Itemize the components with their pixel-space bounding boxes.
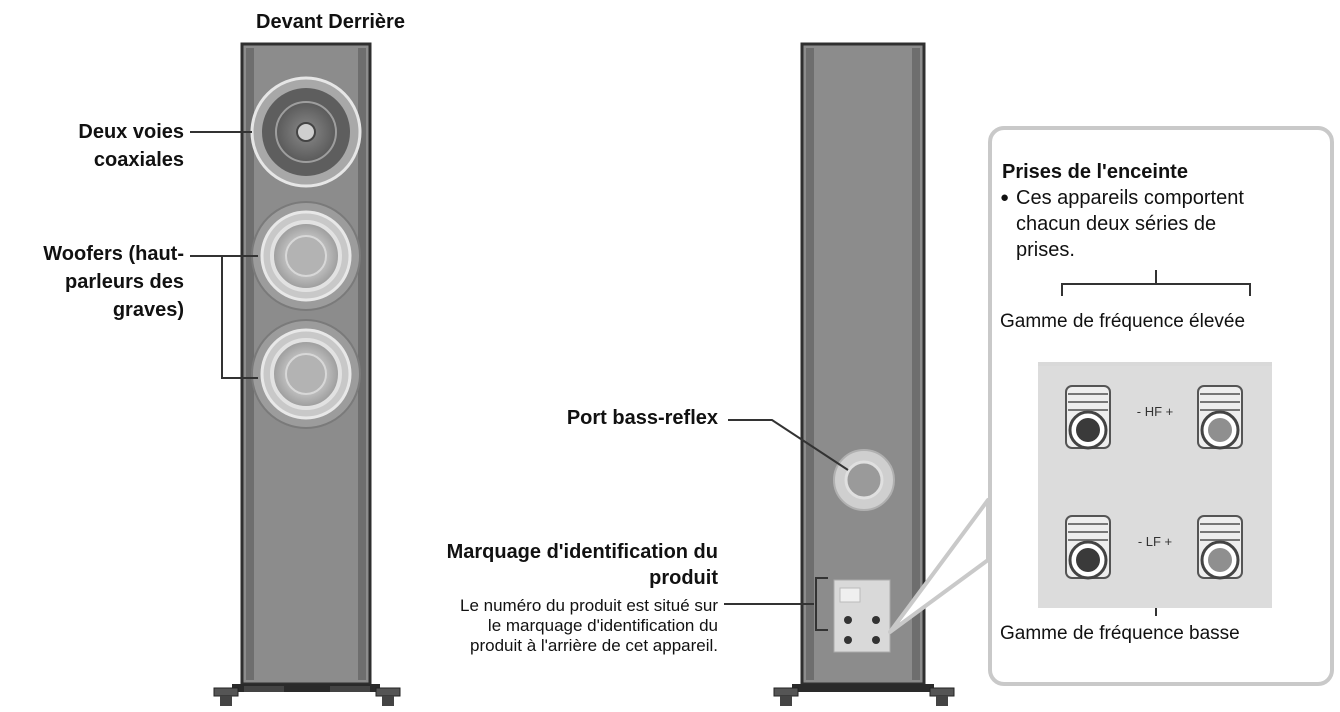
header-title: Devant Derrière (256, 11, 405, 33)
id-title-line1: Marquage d'identification du (446, 541, 718, 563)
id-desc-line1: Le numéro du produit est situé sur (460, 596, 718, 615)
id-desc-line3: produit à l'arrière de cet appareil. (470, 636, 718, 655)
panel-title: Prises de l'enceinte (1002, 161, 1188, 183)
front-speaker (213, 42, 401, 706)
high-frequency-label: Gamme de fréquence élevée (1000, 311, 1246, 332)
woofer-label-line2: parleurs des (65, 271, 184, 293)
bass-port-label: Port bass-reflex (566, 407, 718, 429)
hf-terminal-plus (1197, 385, 1243, 450)
front-base (213, 684, 401, 706)
rear-leader-lines (724, 419, 849, 631)
coaxial-label-line2: coaxiales (93, 149, 184, 171)
hf-terminal-minus (1065, 385, 1111, 450)
lf-terminal-minus (1065, 515, 1111, 580)
lf-marks: - LF + (1138, 534, 1172, 549)
woofer-lower (251, 319, 361, 429)
woofer-label-line3: graves) (112, 299, 184, 321)
panel-note-line3: prises. (1016, 239, 1075, 261)
woofer-label-line1: Woofers (haut- (43, 243, 184, 265)
bass-reflex-port (833, 449, 895, 511)
terminal-plate (833, 579, 891, 653)
id-title-line2: produit (649, 567, 718, 589)
coaxial-driver (250, 76, 362, 188)
terminals-illustration: - HF + - LF + (1038, 270, 1272, 616)
panel-bullet: ● (1000, 189, 1010, 206)
low-frequency-label: Gamme de fréquence basse (1000, 623, 1240, 644)
panel-note-line1: Ces appareils comportent (1016, 187, 1244, 209)
id-desc-line2: le marquage d'identification du (487, 616, 718, 635)
panel-note-line2: chacun deux séries de (1016, 213, 1217, 235)
rear-base (773, 684, 955, 706)
hf-marks: - HF + (1137, 404, 1173, 419)
front-leader-lines (190, 131, 258, 379)
coaxial-label-line1: Deux voies (78, 121, 184, 143)
woofer-upper (251, 201, 361, 311)
lf-terminal-plus (1197, 515, 1243, 580)
